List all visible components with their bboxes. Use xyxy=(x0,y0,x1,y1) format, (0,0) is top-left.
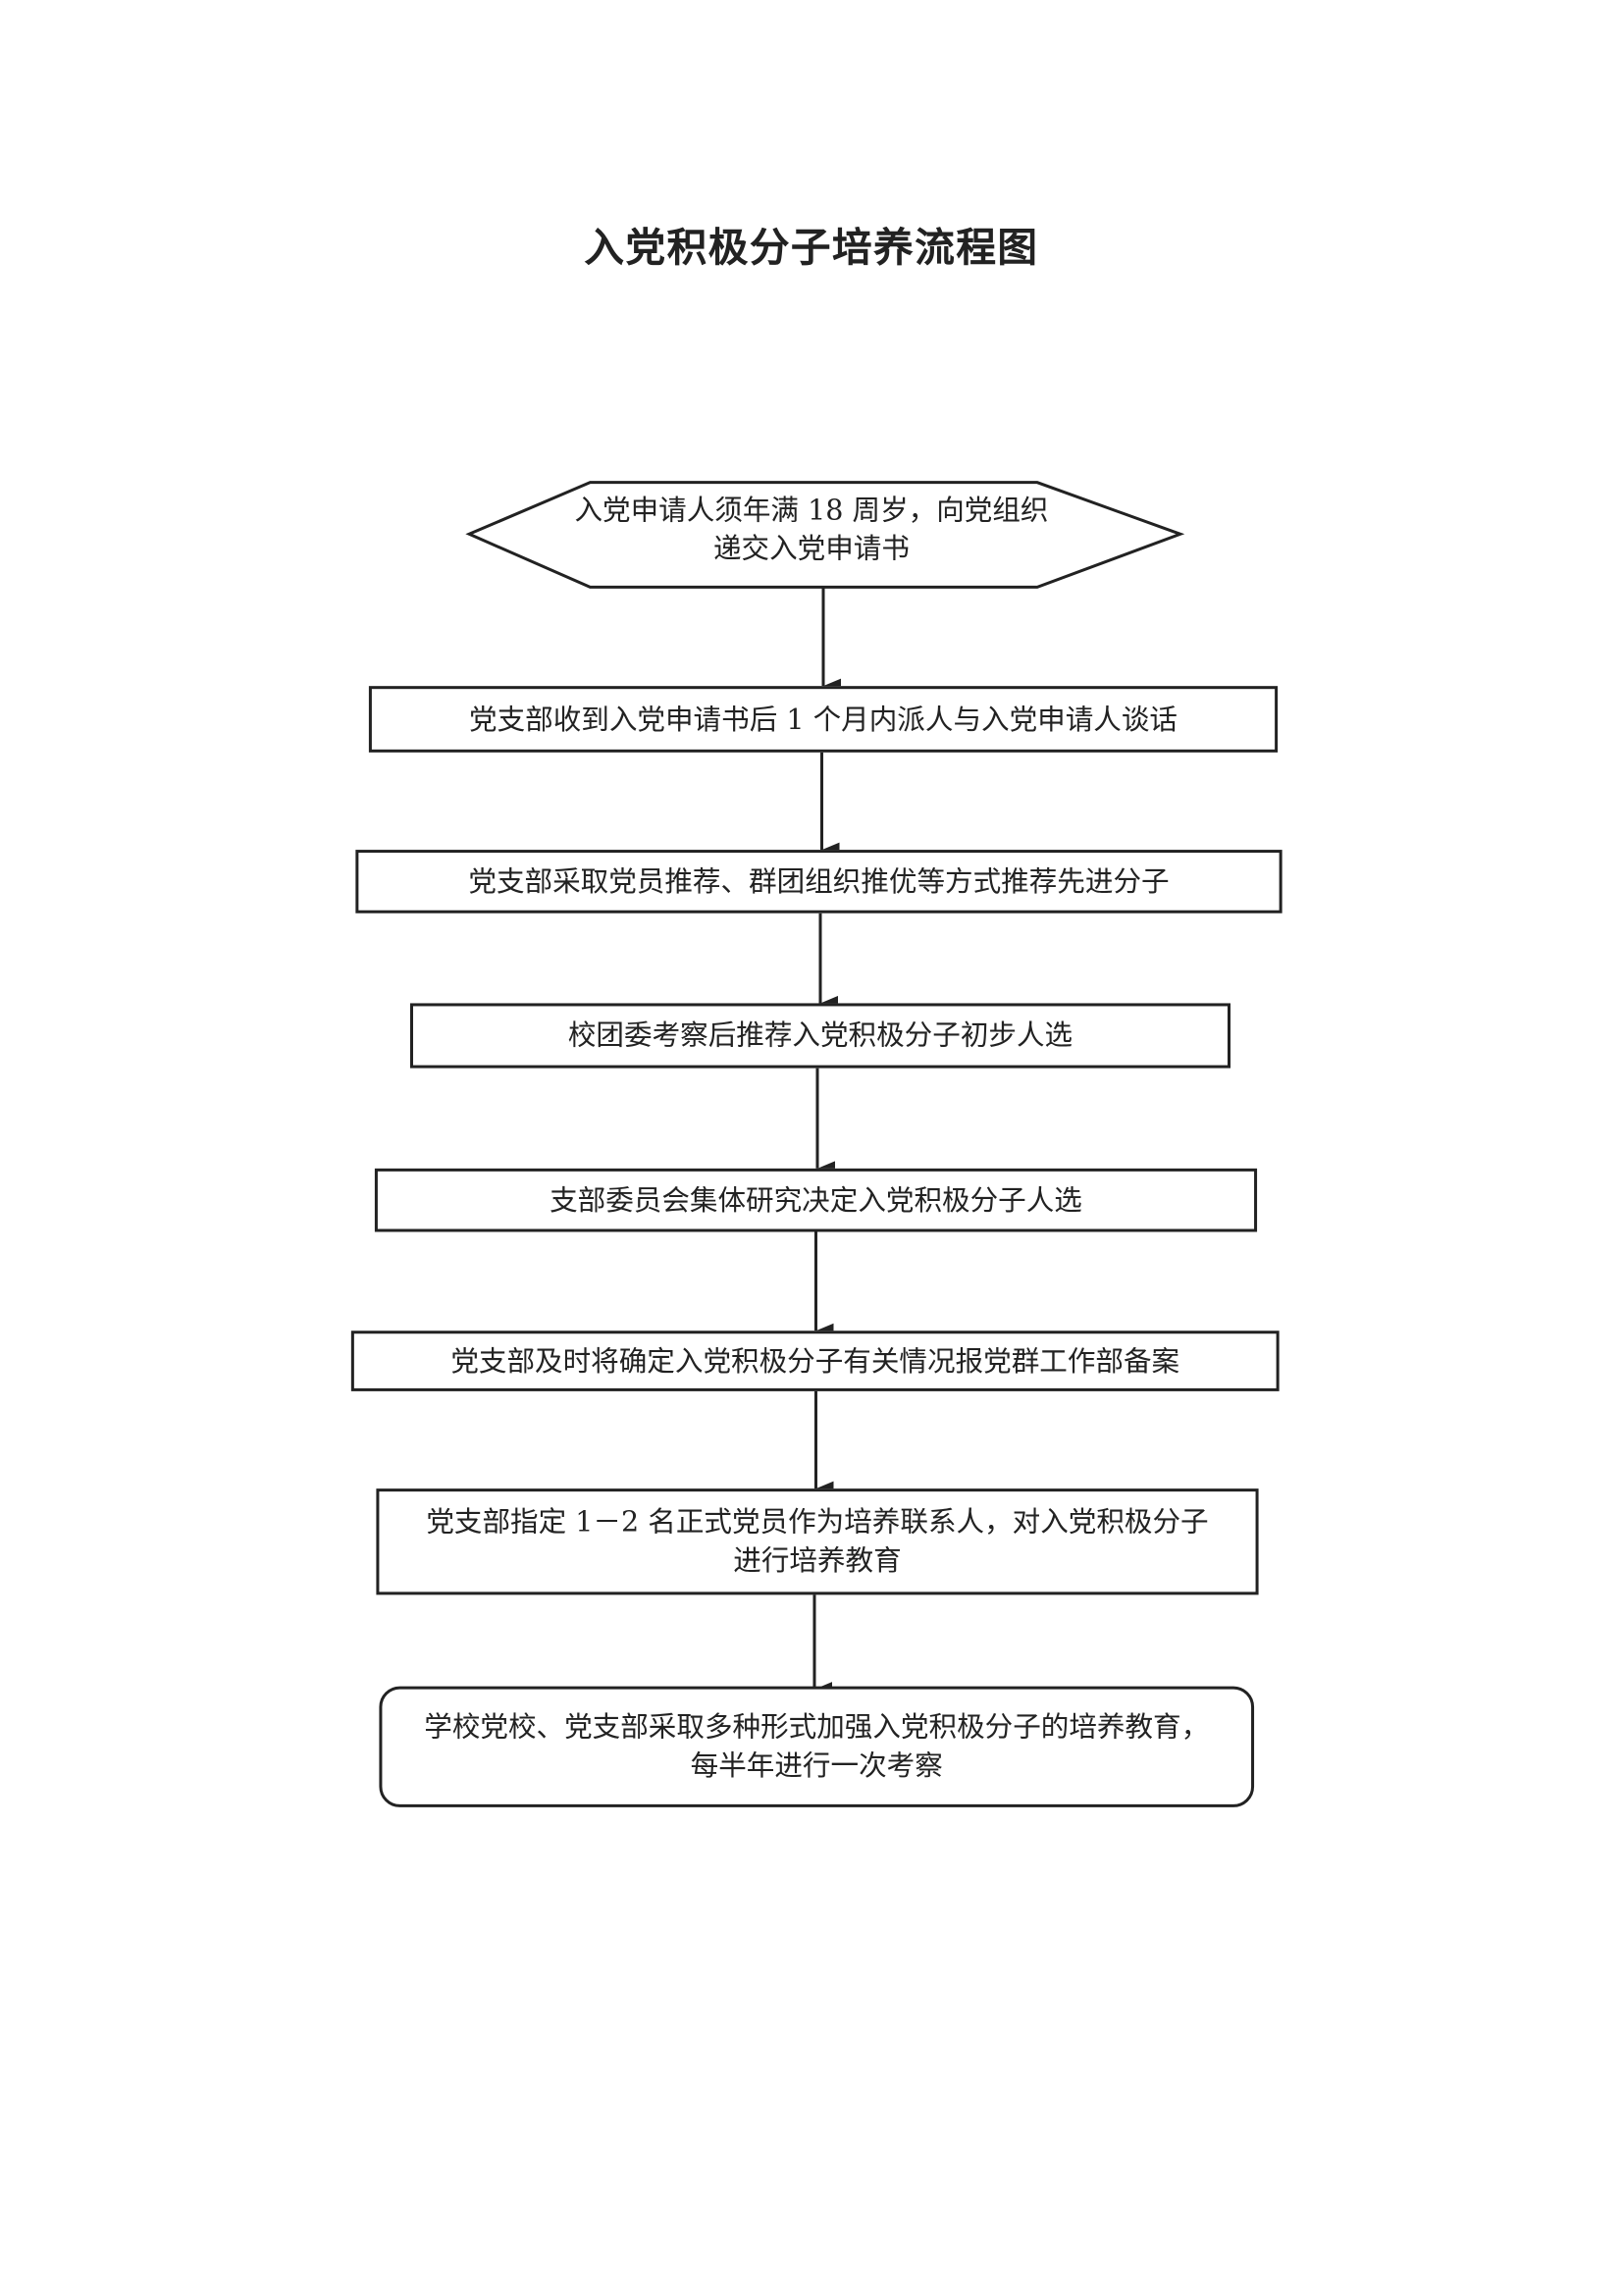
step-6-text: 党支部及时将确定入党积极分子有关情况报党群工作部备案 xyxy=(450,1344,1180,1378)
step-8-text: 学校党校、党支部采取多种形式加强入党积极分子的培养教育，每半年进行一次考察 xyxy=(424,1711,1210,1783)
step-3-text: 党支部采取党员推荐、群团组织推优等方式推荐先进分子 xyxy=(468,864,1170,898)
step-1-text: 入党申请人须年满 18 周岁，向党组织递交入党申请书 xyxy=(574,494,1049,565)
step-4-text: 校团委考察后推荐入党积极分子初步人选 xyxy=(567,1018,1073,1053)
step-4-box: 校团委考察后推荐入党积极分子初步人选 xyxy=(410,1003,1231,1069)
step-5-box: 支部委员会集体研究决定入党积极分子人选 xyxy=(374,1168,1258,1232)
step-2-box: 党支部收到入党申请书后 1 个月内派人与入党申请人谈话 xyxy=(368,686,1279,753)
page-title: 入党积极分子培养流程图 xyxy=(584,226,1039,272)
step-2-text: 党支部收到入党申请书后 1 个月内派人与入党申请人谈话 xyxy=(469,703,1178,736)
step-5-text: 支部委员会集体研究决定入党积极分子人选 xyxy=(550,1183,1082,1217)
step-7-box: 党支部指定 1－2 名正式党员作为培养联系人，对入党积极分子进行培养教育 xyxy=(376,1488,1259,1595)
step-6-box: 党支部及时将确定入党积极分子有关情况报党群工作部备案 xyxy=(350,1331,1280,1391)
step-8-box: 学校党校、党支部采取多种形式加强入党积极分子的培养教育，每半年进行一次考察 xyxy=(379,1686,1255,1807)
step-7-text: 党支部指定 1－2 名正式党员作为培养联系人，对入党积极分子进行培养教育 xyxy=(426,1506,1209,1578)
step-3-box: 党支部采取党员推荐、群团组织推优等方式推荐先进分子 xyxy=(355,850,1283,913)
start-hexagon xyxy=(465,481,1185,589)
